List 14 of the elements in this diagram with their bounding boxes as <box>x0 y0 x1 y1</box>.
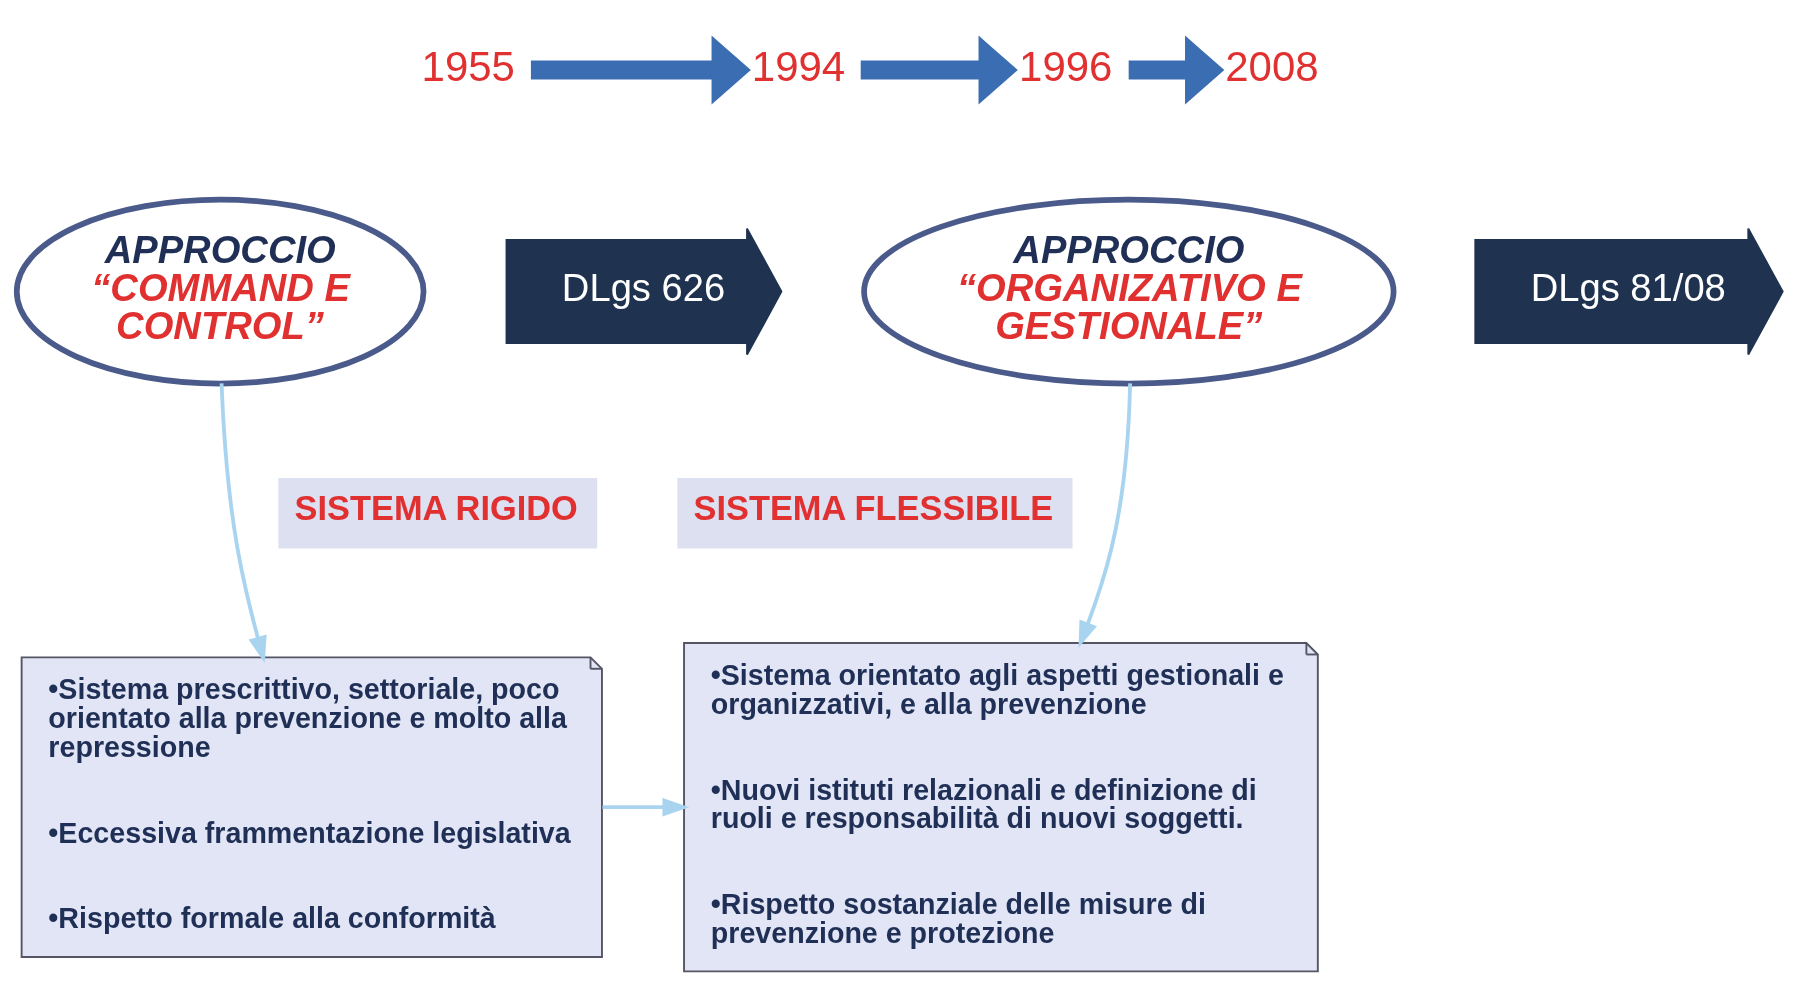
node-box: SISTEMA RIGIDO <box>278 477 598 549</box>
arrow <box>1128 35 1225 105</box>
arrow <box>530 35 751 105</box>
arrow <box>1078 383 1133 648</box>
node-box: SISTEMA FLESSIBILE <box>677 477 1073 549</box>
node-text: 1955 <box>421 42 515 90</box>
node-ellipse: APPROCCIO “COMMAND E CONTROL” <box>13 196 427 387</box>
arrow <box>602 797 690 817</box>
node-text: 1996 <box>1019 42 1113 90</box>
node-ellipse: APPROCCIO “ORGANIZATIVO E GESTIONALE” <box>861 196 1397 387</box>
node-text: 1994 <box>751 42 846 90</box>
arrow <box>219 383 267 663</box>
node-text: 2008 <box>1225 42 1319 90</box>
arrow <box>860 35 1018 105</box>
